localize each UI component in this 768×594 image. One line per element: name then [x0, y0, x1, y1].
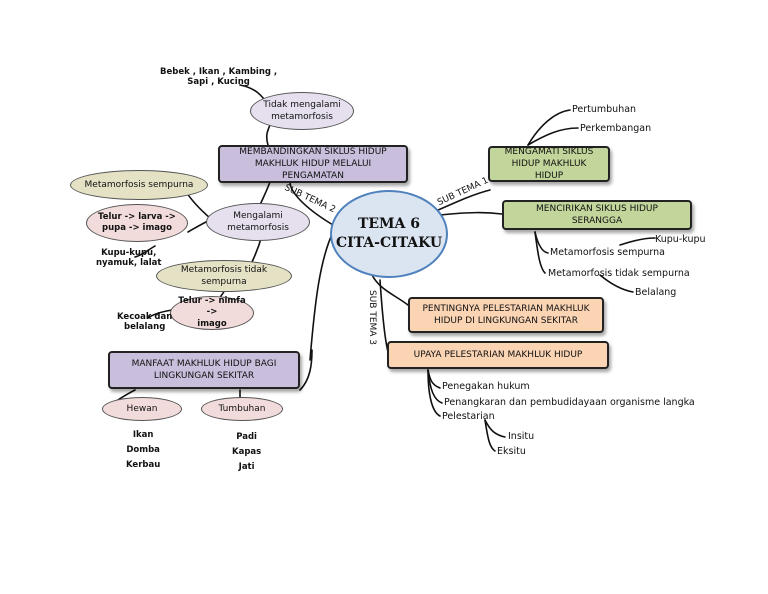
mencirikan-node: MENCIRIKAN SIKLUS HIDUP SERANGGA: [502, 200, 692, 230]
tumbuhan-item: Kapas: [232, 447, 262, 457]
pelestarian-label: Pelestarian: [442, 411, 495, 422]
metamorfosis-tidak-sempurna-node: Metamorfosis tidak sempurna: [156, 260, 292, 292]
mengalami-line-2: metamorfosis: [227, 223, 289, 233]
telur-larva-node: Telur -> larva -> pupa -> imago: [86, 204, 188, 242]
tidak-line-2: metamorfosis: [271, 112, 333, 122]
metamorfosis-sempurna-node: Metamorfosis sempurna: [70, 170, 208, 200]
penangkaran-label: Penangkaran dan pembudidayaan organisme …: [444, 397, 695, 408]
tumbuhan-item: Jati: [238, 462, 255, 472]
tumbuhan-item: Padi: [236, 432, 257, 442]
manfaat-line-2: LINGKUNGAN SEKITAR: [153, 371, 255, 381]
kecoak-line-1: Kecoak dan: [117, 312, 173, 322]
manfaat-line-1: MANFAAT MAKHLUK HIDUP BAGI: [131, 358, 277, 369]
manfaat-node: MANFAAT MAKHLUK HIDUP BAGI LINGKUNGAN SE…: [108, 351, 300, 389]
meta-sempurna-label: Metamorfosis sempurna: [550, 247, 665, 258]
pentingnya-node: PENTINGNYA PELESTARIAN MAKHLUK HIDUP DI …: [408, 297, 604, 333]
belalang-label: Belalang: [635, 287, 677, 298]
animals-line-2: Sapi , Kucing: [187, 77, 250, 87]
tidak-sempurna-line-1: Metamorfosis tidak: [180, 264, 268, 275]
hewan-node: Hewan: [102, 397, 182, 421]
telur-nimfa-line-1: Telur -> nimfa ->: [178, 295, 246, 318]
upaya-node: UPAYA PELESTARIAN MAKHLUK HIDUP: [387, 341, 609, 369]
membandingkan-line-1: MEMBANDINGKAN SIKLUS HIDUP: [239, 146, 387, 157]
hewan-item: Kerbau: [126, 460, 161, 470]
kupu-kupu-label: Kupu-kupu: [655, 234, 706, 245]
center-line-1: TEMA 6: [357, 216, 421, 233]
perkembangan-label: Perkembangan: [580, 123, 652, 134]
pertumbuhan-label: Pertumbuhan: [572, 104, 637, 115]
insitu-label: Insitu: [508, 431, 535, 442]
pentingnya-line-2: HIDUP DI LINGKUNGAN SEKITAR: [434, 316, 578, 326]
membandingkan-node: MEMBANDINGKAN SIKLUS HIDUP MAKHLUK HIDUP…: [218, 145, 408, 183]
mengamati-node: MENGAMATI SIKLUS HIDUP MAKHLUK HIDUP: [488, 146, 610, 182]
tidak-sempurna-line-2: sempurna: [201, 277, 247, 287]
mengamati-line-2: HIDUP MAKHLUK HIDUP: [511, 158, 587, 182]
tidak-line-1: Tidak mengalami: [263, 99, 341, 110]
eksitu-label: Eksitu: [497, 446, 526, 457]
kecoak-line-2: belalang: [124, 322, 166, 332]
animals-line-1: Bebek , Ikan , Kambing ,: [160, 67, 278, 77]
sub-tema-3-label: SUB TEMA 3: [367, 290, 377, 346]
meta-tidak-sempurna-label: Metamorfosis tidak sempurna: [548, 268, 690, 279]
center-line-2: CITA-CITAKU: [335, 235, 443, 251]
tidak-mengalami-node: Tidak mengalami metamorfosis: [250, 92, 354, 130]
membandingkan-line-2: MAKHLUK HIDUP MELALUI PENGAMATAN: [254, 158, 372, 182]
penegakan-label: Penegakan hukum: [442, 381, 530, 392]
telur-nimfa-line-2: imago: [197, 318, 227, 329]
hewan-items: Ikan Domba Kerbau: [126, 428, 160, 473]
pentingnya-line-1: PENTINGNYA PELESTARIAN MAKHLUK: [422, 303, 590, 314]
telur-larva-line-1: Telur -> larva ->: [98, 211, 176, 222]
kupu-line-2: nyamuk, lalat: [96, 258, 162, 268]
hewan-item: Domba: [126, 445, 160, 455]
tumbuhan-items: Padi Kapas Jati: [232, 430, 261, 475]
tumbuhan-node: Tumbuhan: [201, 397, 283, 421]
mengalami-line-1: Mengalami: [233, 210, 283, 221]
telur-nimfa-node: Telur -> nimfa -> imago: [170, 296, 254, 330]
telur-larva-line-2: pupa -> imago: [102, 223, 172, 233]
kupu-label: Kupu-kupu, nyamuk, lalat: [96, 248, 161, 268]
kecoak-label: Kecoak dan belalang: [117, 312, 172, 332]
animals-label: Bebek , Ikan , Kambing , Sapi , Kucing: [160, 67, 277, 87]
kupu-line-1: Kupu-kupu,: [101, 248, 157, 258]
mengalami-node: Mengalami metamorfosis: [206, 203, 310, 241]
mengamati-line-1: MENGAMATI SIKLUS: [504, 146, 594, 157]
center-topic: TEMA 6 CITA-CITAKU: [330, 190, 448, 278]
hewan-item: Ikan: [132, 430, 154, 440]
